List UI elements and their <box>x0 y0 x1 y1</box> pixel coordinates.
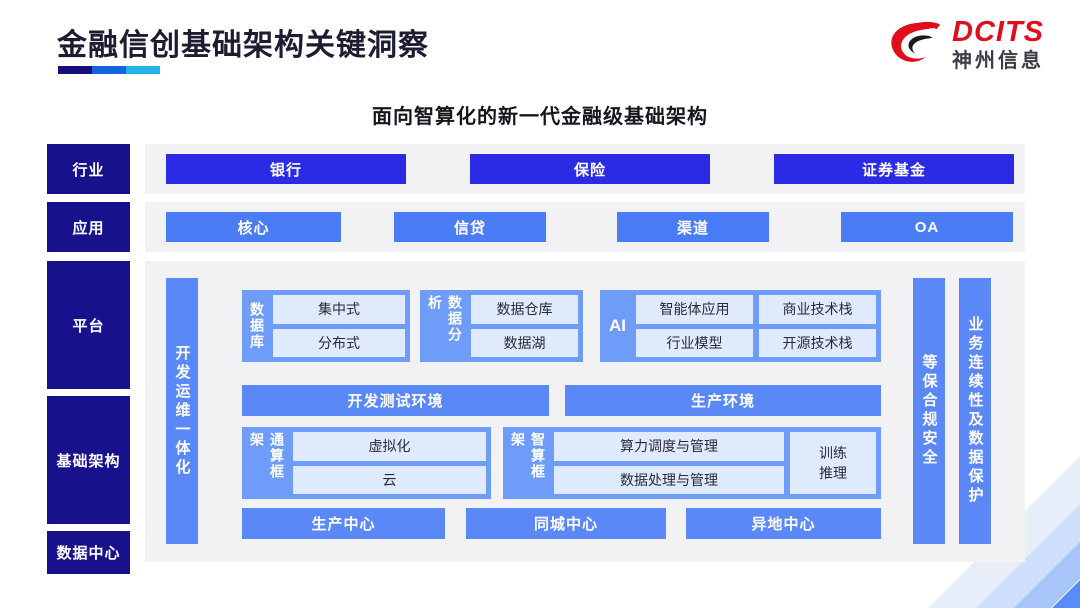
logo-text-en: DCITS <box>952 16 1044 48</box>
industry-chip-bank[interactable]: 银行 <box>166 154 406 184</box>
rail-item-infrastructure: 基础架构 <box>47 396 130 524</box>
industry-band: 银行 保险 证券基金 <box>145 144 1025 194</box>
group-general-compute-label: 通算框架 <box>249 432 285 480</box>
cell-inference-label: 推理 <box>819 465 847 481</box>
group-database-label: 数据库 <box>249 302 265 350</box>
cell-data-lake[interactable]: 数据湖 <box>471 328 578 357</box>
group-general-compute-framework[interactable]: 通算框架 虚拟化 云 <box>242 427 491 499</box>
cell-train-inference[interactable]: 训练 推理 <box>790 432 876 494</box>
accent-segment-1 <box>58 66 92 74</box>
pillar-compliance-security[interactable]: 等保合规安全 <box>913 278 945 544</box>
bar-remote-center[interactable]: 异地中心 <box>686 508 881 539</box>
cell-industry-model[interactable]: 行业模型 <box>636 328 753 357</box>
cell-cloud[interactable]: 云 <box>293 465 486 494</box>
cell-agent-application[interactable]: 智能体应用 <box>636 295 753 324</box>
accent-segment-3 <box>126 66 160 74</box>
pillar-business-continuity[interactable]: 业务连续性及数据保护 <box>959 278 991 544</box>
cell-data-warehouse[interactable]: 数据仓库 <box>471 295 578 324</box>
rail-item-platform: 平台 <box>47 261 130 389</box>
rail-item-datacenter: 数据中心 <box>47 531 130 574</box>
application-band: 核心 信贷 渠道 OA <box>145 202 1025 252</box>
rail-item-industry: 行业 <box>47 144 130 194</box>
group-data-analysis[interactable]: 数据分析 数据仓库 数据湖 <box>420 290 583 362</box>
cell-compute-scheduling[interactable]: 算力调度与管理 <box>554 432 784 461</box>
cell-commercial-stack[interactable]: 商业技术栈 <box>759 295 876 324</box>
cell-opensource-stack[interactable]: 开源技术栈 <box>759 328 876 357</box>
group-ai-compute-label: 智算框架 <box>510 432 546 480</box>
application-chip-core[interactable]: 核心 <box>166 212 341 242</box>
bar-dev-test-environment[interactable]: 开发测试环境 <box>242 385 549 416</box>
group-ai-label: AI <box>609 316 626 335</box>
bar-production-environment[interactable]: 生产环境 <box>565 385 881 416</box>
accent-segment-2 <box>92 66 126 74</box>
group-ai[interactable]: AI 智能体应用 行业模型 商业技术栈 开源技术栈 <box>600 290 881 362</box>
industry-chip-securities[interactable]: 证券基金 <box>774 154 1014 184</box>
diagram-subtitle: 面向智算化的新一代金融级基础架构 <box>372 106 708 128</box>
cell-virtualization[interactable]: 虚拟化 <box>293 432 486 461</box>
application-chip-channel[interactable]: 渠道 <box>617 212 769 242</box>
industry-chip-insurance[interactable]: 保险 <box>470 154 710 184</box>
cell-data-processing[interactable]: 数据处理与管理 <box>554 465 784 494</box>
cell-distributed[interactable]: 分布式 <box>273 328 405 357</box>
dcits-logo: DCITS 神州信息 <box>888 18 1044 71</box>
logo-text-cn: 神州信息 <box>952 50 1044 72</box>
bar-production-center[interactable]: 生产中心 <box>242 508 445 539</box>
title-accent-bar <box>58 66 160 74</box>
group-database[interactable]: 数据库 集中式 分布式 <box>242 290 410 362</box>
dcits-swirl-icon <box>891 21 941 62</box>
group-ai-compute-framework[interactable]: 智算框架 算力调度与管理 数据处理与管理 训练 推理 <box>503 427 881 499</box>
page-title: 金融信创基础架构关键洞察 <box>57 29 429 62</box>
cell-train-label: 训练 <box>819 444 847 461</box>
cell-centralized[interactable]: 集中式 <box>273 295 405 324</box>
application-chip-credit[interactable]: 信贷 <box>394 212 546 242</box>
rail-item-application: 应用 <box>47 202 130 252</box>
bar-metro-center[interactable]: 同城中心 <box>466 508 666 539</box>
group-data-analysis-label: 数据分析 <box>427 295 463 343</box>
application-chip-oa[interactable]: OA <box>841 212 1013 242</box>
pillar-devops[interactable]: 开发运维一体化 <box>166 278 198 544</box>
platform-panel: 开发运维一体化 等保合规安全 业务连续性及数据保护 数据库 集中式 分布式 数据… <box>145 261 1025 562</box>
